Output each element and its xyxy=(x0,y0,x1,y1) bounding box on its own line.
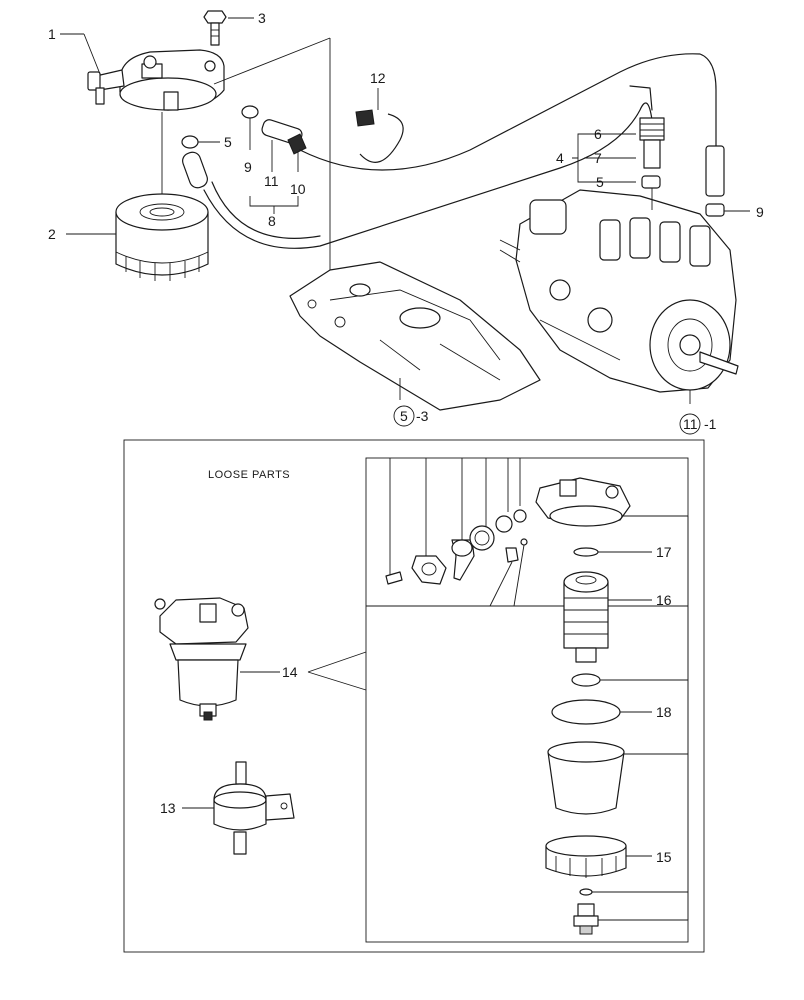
loose-parts-title: LOOSE PARTS xyxy=(208,469,290,481)
grommet-part-10 xyxy=(287,133,307,172)
drain-plug-part xyxy=(573,903,688,935)
hose-part-right xyxy=(705,145,725,197)
clamp-part-5-right xyxy=(641,175,661,210)
label-5a: 5 xyxy=(224,134,232,150)
fitting-part-6 xyxy=(639,117,665,141)
exploded-small-parts xyxy=(385,458,528,607)
small-o-ring-lower xyxy=(579,888,688,896)
label-5b: 5 xyxy=(596,174,604,190)
callout-14-lines xyxy=(307,651,367,691)
label-11: 11 xyxy=(264,173,279,189)
label-15: 15 xyxy=(656,849,672,865)
label-6: 6 xyxy=(594,126,602,142)
label-3: 3 xyxy=(258,10,266,26)
ref-11-number: 11 xyxy=(683,416,698,432)
label-16: 16 xyxy=(656,592,672,608)
label-9a: 9 xyxy=(244,159,252,175)
ref-circle-11 xyxy=(679,413,701,435)
label-8: 8 xyxy=(268,213,276,229)
filter-head-assembly-exploded xyxy=(535,477,688,527)
clamp-part-9-upper xyxy=(241,105,259,150)
label-13: 13 xyxy=(160,800,176,816)
filter-head-part-1 xyxy=(60,33,225,111)
ring-nut-part-15 xyxy=(545,835,652,878)
ref-circle-5 xyxy=(393,405,415,427)
clamp-part-9-right xyxy=(705,203,750,217)
element-part-16 xyxy=(563,571,652,663)
label-18: 18 xyxy=(656,704,672,720)
bracket-8 xyxy=(249,196,299,207)
label-4: 4 xyxy=(556,150,564,166)
o-ring-part-18 xyxy=(551,699,652,725)
filter-cartridge-part-2 xyxy=(66,112,209,281)
pipe-part-7 xyxy=(643,139,661,169)
hose-clamp-part-5-upper xyxy=(181,135,220,189)
clamp-band-part-12 xyxy=(355,88,404,163)
label-17: 17 xyxy=(656,544,672,560)
bolt-part-3 xyxy=(203,10,254,46)
loose-parts-inner-box xyxy=(365,457,689,943)
label-2: 2 xyxy=(48,226,56,242)
fuel-line-return xyxy=(299,53,717,171)
label-10: 10 xyxy=(290,181,306,197)
o-ring-part-17 xyxy=(573,547,652,557)
injection-pump-part-11-1 xyxy=(499,189,739,404)
ring-part-lower xyxy=(571,673,688,687)
label-12: 12 xyxy=(370,70,386,86)
ref-5-suffix: -3 xyxy=(416,408,429,424)
label-7: 7 xyxy=(594,150,602,166)
bracket-4 xyxy=(572,133,636,183)
fuel-pump-part-13 xyxy=(182,761,295,855)
bowl-part xyxy=(547,741,688,815)
intake-manifold-part-5-3 xyxy=(289,261,541,411)
loose-parts-box xyxy=(123,439,705,953)
ref-11-suffix: -1 xyxy=(704,416,717,432)
label-9b: 9 xyxy=(756,204,764,220)
label-14: 14 xyxy=(282,664,298,680)
filter-assembly-part-14 xyxy=(154,597,280,721)
ref-5-number: 5 xyxy=(400,408,408,424)
label-1: 1 xyxy=(48,26,56,42)
